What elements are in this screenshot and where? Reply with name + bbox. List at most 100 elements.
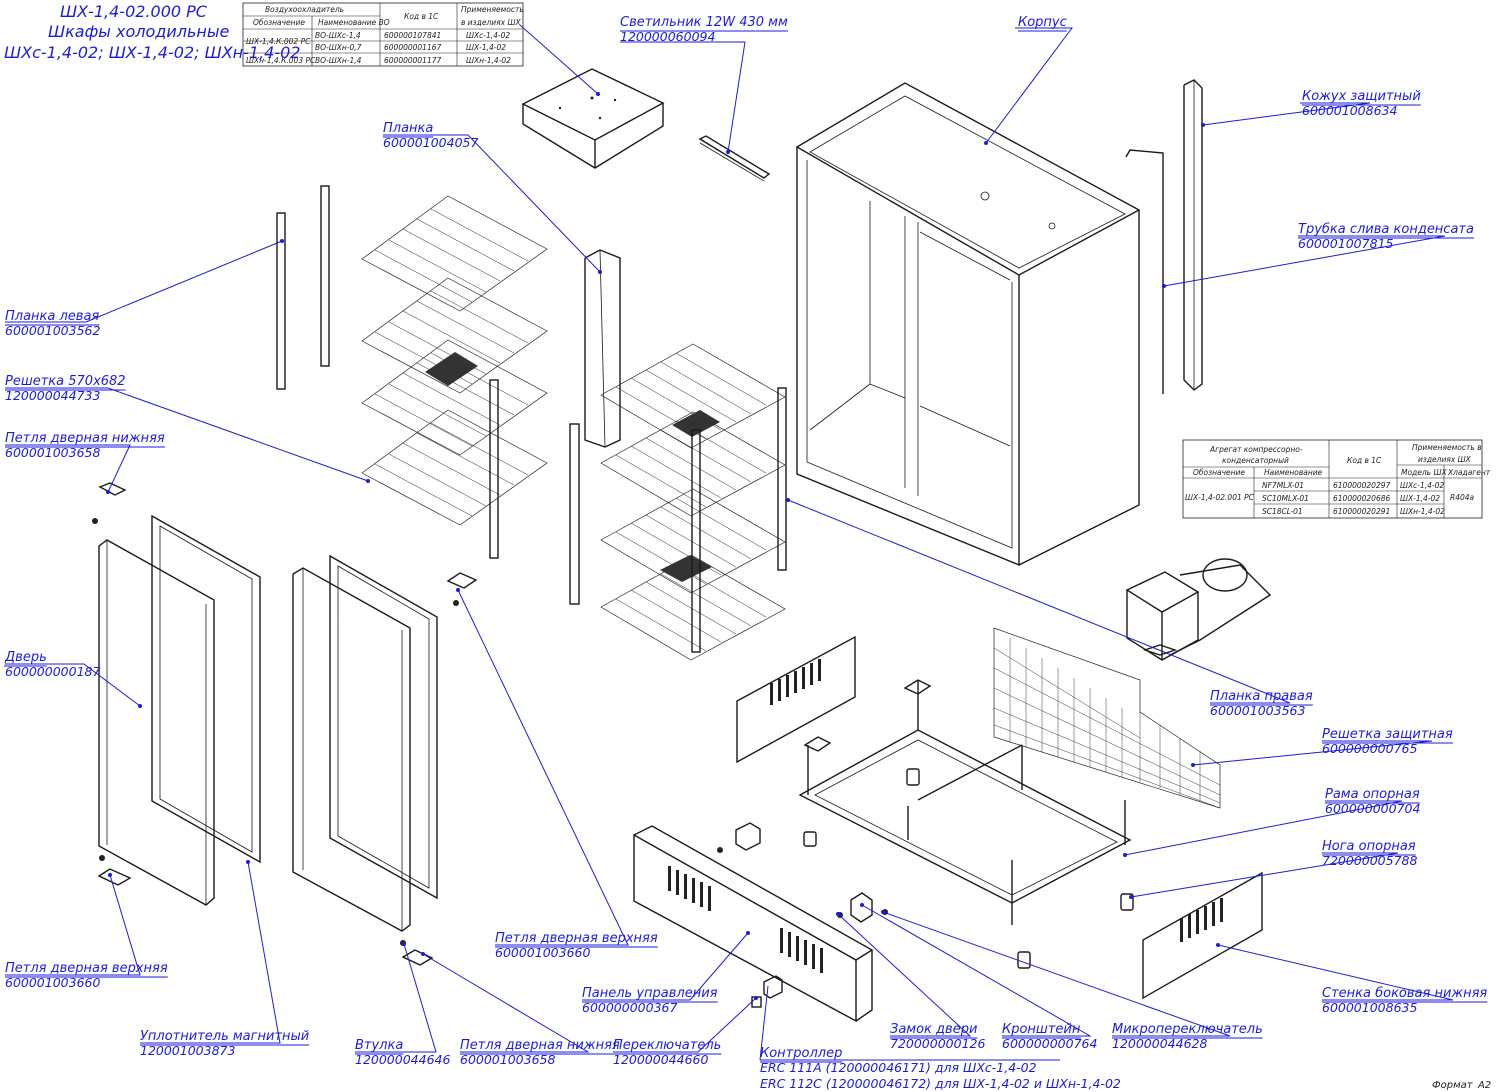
agr-col-code: Код в 1С <box>1347 456 1382 465</box>
support-frame <box>798 679 1132 925</box>
vo-col-apply-2: в изделиях ШХ <box>461 18 521 27</box>
callout-door-name: Дверь <box>4 650 47 665</box>
callout-lower-hinge-1-code: 600001003658 <box>5 445 100 460</box>
callout-cover-name: Кожух защитный <box>1302 89 1421 104</box>
callout-upper-hinge-1-code: 600001003660 <box>5 975 100 990</box>
callout-gasket-code: 120001003873 <box>140 1043 235 1058</box>
callout-switch-name: Переключатель <box>613 1038 721 1053</box>
vo-row-apply: ШХн-1,4-02 <box>466 56 511 65</box>
format-value: А2 <box>1477 1080 1491 1091</box>
format-label-text: Формат <box>1432 1080 1474 1091</box>
vo-col-code: Код в 1С <box>404 12 439 21</box>
door-left <box>97 482 261 906</box>
agr-designation: ШХ-1,4-02.001 РС <box>1185 493 1255 502</box>
agr-row-name: SC10MLX-01 <box>1262 494 1309 503</box>
air-cooler-box <box>521 68 665 169</box>
agr-row-code: 610000020291 <box>1333 507 1390 516</box>
agr-group-header-1: Агрегат компрессорно- <box>1209 445 1303 454</box>
callout-upper-hinge-2-name: Петля дверная верхняя <box>495 931 658 946</box>
vo-row-code: 600000107841 <box>384 31 441 40</box>
vo-col-apply-1: Применяемость <box>461 5 524 14</box>
callout-lock-name: Замок двери <box>890 1022 977 1037</box>
callout-right-rail-name: Планка правая <box>1210 689 1313 704</box>
callout-left-rail-name: Планка левая <box>5 309 99 324</box>
callout-side-wall-code: 600001008635 <box>1322 1000 1417 1015</box>
callout-left-rail-code: 600001003562 <box>5 323 100 338</box>
callout-frame-code: 600000000704 <box>1325 801 1420 816</box>
shelves-right-stack <box>600 343 787 661</box>
vo-row-designation: ШХн-1,4.К.003 РС <box>246 56 316 65</box>
vo-row-name: ВО-ШХс-1,4 <box>315 31 361 40</box>
callout-panel-name: Панель управления <box>582 986 718 1001</box>
callout-guard-grid-code: 600000000765 <box>1322 741 1417 756</box>
light-fixture <box>698 135 771 182</box>
callout-door-code: 600000000187 <box>5 664 100 679</box>
title-line-3: ШХс-1,4-02; ШХ-1,4-02; ШХн-1,4-02 <box>4 43 300 62</box>
callout-shelf-name: Решетка 570х682 <box>5 374 126 389</box>
callout-gasket-name: Уплотнитель магнитный <box>140 1029 309 1044</box>
callout-switch-code: 120000044660 <box>613 1052 708 1067</box>
callout-lock-code: 720000000126 <box>890 1036 985 1051</box>
callout-mount-name: Кронштейн <box>1002 1022 1081 1037</box>
side-panel-upper <box>736 635 856 764</box>
callout-cover-code: 600001008634 <box>1302 103 1397 118</box>
side-wall-lower <box>1142 871 1263 1000</box>
rail-left-pair <box>276 185 330 390</box>
agr-row-model: ШХн-1,4-02 <box>1400 507 1445 516</box>
agr-row-code: 610000020297 <box>1333 481 1390 490</box>
callout-right-rail-code: 600001003563 <box>1210 703 1305 718</box>
agr-row-name: SC18CL-01 <box>1262 507 1303 516</box>
agr-col-name: Наименование <box>1264 468 1323 477</box>
vo-row-designation: ШХ-1,4.К.002 РС <box>246 37 311 46</box>
vo-row-code: 600000001177 <box>384 56 441 65</box>
callout-microswitch-code: 120000044628 <box>1112 1036 1207 1051</box>
callout-microswitch-name: Микропереключатель <box>1112 1022 1263 1037</box>
callout-foot-name: Нога опорная <box>1322 839 1416 854</box>
drawing-title: ШХ-1,4-02.000 РС Шкафы холодильные ШХс-1… <box>4 2 300 62</box>
callout-panel-code: 600000000367 <box>582 1000 677 1015</box>
vo-group-header: Воздухоохладитель <box>265 5 344 14</box>
callout-light-code: 120000060094 <box>620 29 715 44</box>
callout-bushing-name: Втулка <box>355 1038 403 1053</box>
protective-grid <box>993 627 1221 809</box>
agr-row-model: ШХ-1,4-02 <box>1400 494 1440 503</box>
callout-controller-line-1: ERC 111A (120000046171) для ШХс-1,4-02 <box>760 1060 1037 1075</box>
callout-frame-name: Рама опорная <box>1325 787 1420 802</box>
vo-row-apply: ШХ-1,4-02 <box>466 43 506 52</box>
agr-row-model: ШХс-1,4-02 <box>1400 481 1444 490</box>
agr-col-designation: Обозначение <box>1193 468 1245 477</box>
agr-row-code: 610000020686 <box>1333 494 1390 503</box>
agr-col-apply-2: изделиях ШХ <box>1418 455 1472 464</box>
small-parts <box>92 518 1134 1008</box>
callout-tube-code: 600001007815 <box>1298 236 1393 251</box>
callout-controller-name: Контроллер <box>760 1046 842 1061</box>
callout-body-name: Корпус <box>1018 15 1067 30</box>
door-right <box>292 554 478 966</box>
callout-shelf-code: 120000044733 <box>5 388 100 403</box>
agr-col-model: Модель ШХ <box>1401 468 1447 477</box>
vo-row-apply: ШХс-1,4-02 <box>466 31 510 40</box>
control-panel <box>632 825 874 1023</box>
callout-leaders <box>5 24 1454 1061</box>
vo-row-name: ВО-ШХн-1,4 <box>315 56 362 65</box>
agr-group-header-2: конденсаторный <box>1222 456 1289 465</box>
callout-bracket-code: 600001004057 <box>383 135 478 150</box>
callout-labels: Светильник 12W 430 мм 120000060094 Корпу… <box>4 15 1488 1091</box>
callout-tube-name: Трубка слива конденсата <box>1298 222 1474 237</box>
agr-col-refrigerant: Хладагент <box>1447 468 1491 477</box>
title-line-1: ШХ-1,4-02.000 РС <box>60 2 208 21</box>
compressor-unit-table: Агрегат компрессорно- конденсаторный Обо… <box>1182 439 1491 519</box>
vo-row-name: ВО-ШХн-0,7 <box>315 43 362 52</box>
title-line-2: Шкафы холодильные <box>48 22 229 41</box>
callout-upper-hinge-1-name: Петля дверная верхняя <box>5 961 168 976</box>
compressor-unit <box>1125 558 1272 661</box>
callout-lower-hinge-2-code: 600001003658 <box>460 1052 555 1067</box>
callout-controller-line-2: ERC 112C (120000046172) для ШХ-1,4-02 и … <box>760 1076 1121 1091</box>
callout-bushing-code: 120000044646 <box>355 1052 450 1067</box>
callout-guard-grid-name: Решетка защитная <box>1322 727 1453 742</box>
callout-light-name: Светильник 12W 430 мм <box>620 15 788 30</box>
shelves-left-stack <box>361 195 548 559</box>
air-cooler-table: Воздухоохладитель Обозначение Наименован… <box>242 2 524 67</box>
callout-lower-hinge-2-name: Петля дверная нижняя <box>460 1038 620 1053</box>
protective-cover <box>1183 79 1203 391</box>
